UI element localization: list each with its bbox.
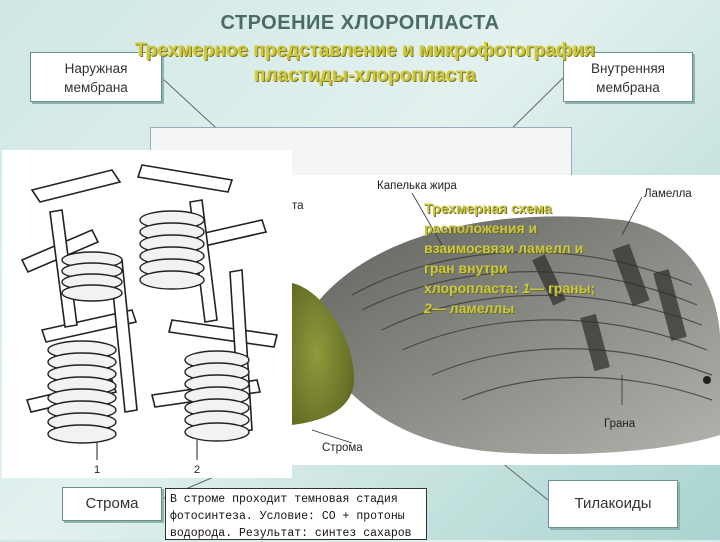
page-title: СТРОЕНИЕ ХЛОРОПЛАСТА bbox=[220, 12, 500, 34]
partial-label: та bbox=[292, 200, 304, 212]
outer-membrane-label: Наружная мембрана bbox=[30, 52, 162, 102]
sketch-caption: Трехмерная схема расположения и взаимосв… bbox=[424, 200, 596, 316]
grana-label: Грана bbox=[604, 418, 636, 430]
stroma-photo-label: Строма bbox=[322, 442, 363, 454]
chloroplast-micrograph: Капелька жира Ламелла та Грана Строма bbox=[292, 175, 720, 465]
stroma-label: Строма bbox=[62, 487, 162, 521]
sketch-drawing: 1 2 bbox=[20, 164, 278, 476]
micrograph-drawing bbox=[292, 192, 720, 455]
subtitle: Трехмерное представление и микрофотограф… bbox=[134, 40, 596, 86]
sketch-number-1: 1 bbox=[94, 464, 100, 476]
thylakoids-label: Тилакоиды bbox=[548, 480, 678, 528]
inner-membrane-label: Внутренняя мембрана bbox=[563, 52, 693, 102]
grana-lamellae-sketch: 1 2 bbox=[2, 150, 292, 478]
sketch-number-2: 2 bbox=[194, 464, 200, 476]
lamella-label: Ламелла bbox=[644, 188, 692, 200]
fat-droplet-label: Капелька жира bbox=[377, 180, 457, 192]
stroma-note: В строме проходит темновая стадия фотоси… bbox=[165, 488, 427, 540]
